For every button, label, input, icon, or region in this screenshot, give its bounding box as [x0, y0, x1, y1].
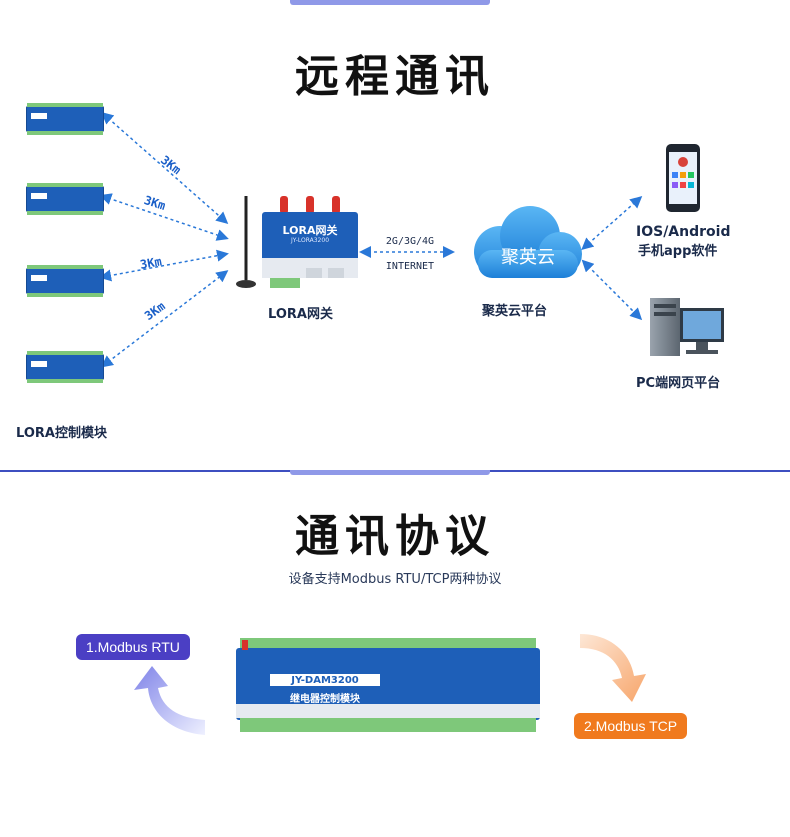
remote-diagram: [99, 112, 724, 368]
link-arrow-3: [99, 249, 229, 282]
protocol-subtitle: 设备支持Modbus RTU/TCP两种协议: [288, 572, 502, 587]
link-arrow-4: [100, 270, 229, 368]
cloud-label: 聚英云平台: [482, 304, 548, 319]
gateway-panel-model: JY-LORA3200: [290, 237, 330, 244]
section-title-remote: 远程通讯: [295, 51, 495, 102]
cloud-text: 聚英云: [501, 247, 555, 268]
relay-module: [236, 638, 540, 732]
lora-module-1: [26, 103, 104, 135]
link-bottom-label: INTERNET: [385, 261, 435, 272]
lora-module-3: [26, 265, 104, 297]
mobile-label-line1: IOS/Android: [636, 224, 731, 240]
relay-model: JY-DAM3200: [291, 675, 359, 686]
pc-label: PC端网页平台: [636, 376, 721, 391]
link-arrow-2: [99, 193, 229, 241]
gateway-device: [236, 196, 358, 288]
gateway-label: LORA网关: [268, 307, 333, 322]
gateway-panel-title: LORA网关: [282, 224, 338, 237]
lora-module-2: [26, 183, 104, 215]
top-divider-tab: [290, 0, 490, 5]
link-top-label: 2G/3G/4G: [385, 236, 435, 247]
mobile-label-line2: 手机app软件: [638, 244, 718, 259]
cloud-pc-arrow: [581, 259, 643, 321]
tcp-curve-arrow: [580, 634, 646, 702]
relay-name: 继电器控制模块: [290, 694, 360, 705]
link-arrow-1: [101, 112, 229, 224]
section-title-protocol: 通讯协议: [295, 511, 495, 562]
section-divider-tab: [290, 470, 490, 475]
cloud-mobile-arrow: [581, 196, 643, 250]
phone-icon: [666, 144, 700, 212]
cloud-icon: [474, 206, 582, 278]
lora-module-label: LORA控制模块: [16, 426, 107, 441]
pc-icon: [650, 298, 724, 356]
modbus-rtu-badge: 1.Modbus RTU: [76, 634, 190, 660]
modbus-tcp-badge: 2.Modbus TCP: [574, 713, 688, 739]
rtu-curve-arrow: [134, 666, 205, 735]
protocol-diagram: [134, 634, 646, 735]
lora-module-4: [26, 351, 104, 383]
